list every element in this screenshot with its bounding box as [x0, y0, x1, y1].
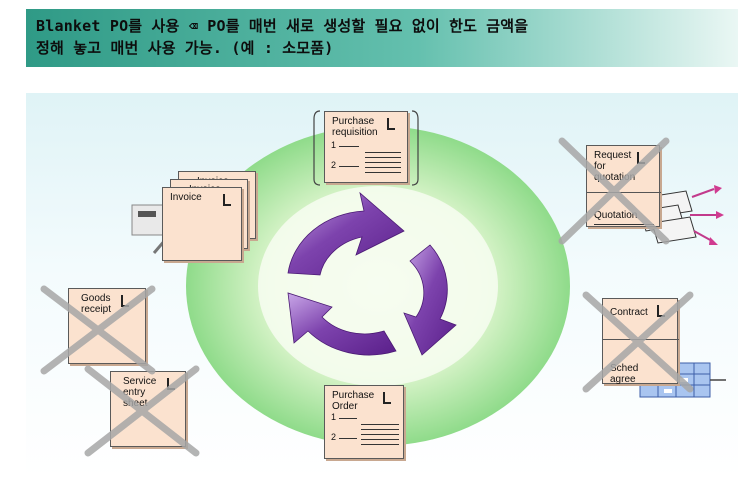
cross-contract-b: [582, 291, 694, 393]
banner-line-2: 정해 놓고 매번 사용 가능. (예 : 소모품): [36, 39, 334, 57]
requisition-bracket-right: [411, 110, 419, 186]
header-banner: Blanket PO를 사용 ⌫ PO를 매번 새로 생성할 필요 없이 한도 …: [26, 9, 738, 67]
crossed-out-marks: [40, 137, 694, 457]
magenta-arrow-3: [709, 237, 718, 245]
procurement-cycle-diagram: Purchase requisition 1 2 Request for quo…: [26, 93, 738, 478]
magenta-arrow-2: [716, 211, 724, 219]
requisition-bracket-left: [313, 110, 321, 186]
magenta-arrow-1: [714, 185, 722, 194]
purchase-requisition-label: Purchase requisition: [332, 116, 378, 138]
scheduling-agreement-label: Sched agree: [610, 363, 639, 385]
request-for-quotation-label: Request for quotation: [594, 150, 636, 183]
invoice-doc-front: Invoice: [162, 187, 242, 261]
purchase-order-label: Purchase Order: [332, 390, 375, 412]
cycle-arrows: [287, 191, 457, 356]
banner-line-1: Blanket PO를 사용 ⌫ PO를 매번 새로 생성할 필요 없이 한도 …: [36, 17, 529, 35]
cross-goods-b: [40, 285, 156, 375]
cycle-arrow-right: [403, 244, 457, 356]
contract-label: Contract: [610, 307, 648, 318]
cross-quotation-b: [558, 137, 670, 245]
cycle-arrow-top: [287, 191, 405, 276]
cross-service-b: [84, 365, 200, 457]
purchase-order-doc: Purchase Order 1 2: [324, 385, 404, 459]
quotation-label: Quotation: [594, 210, 638, 221]
purchase-requisition-doc: Purchase requisition 1 2: [324, 111, 408, 183]
goods-receipt-label: Goods receipt: [81, 293, 112, 315]
cycle-arrow-left: [287, 292, 397, 356]
invoice-label: Invoice: [170, 192, 202, 203]
